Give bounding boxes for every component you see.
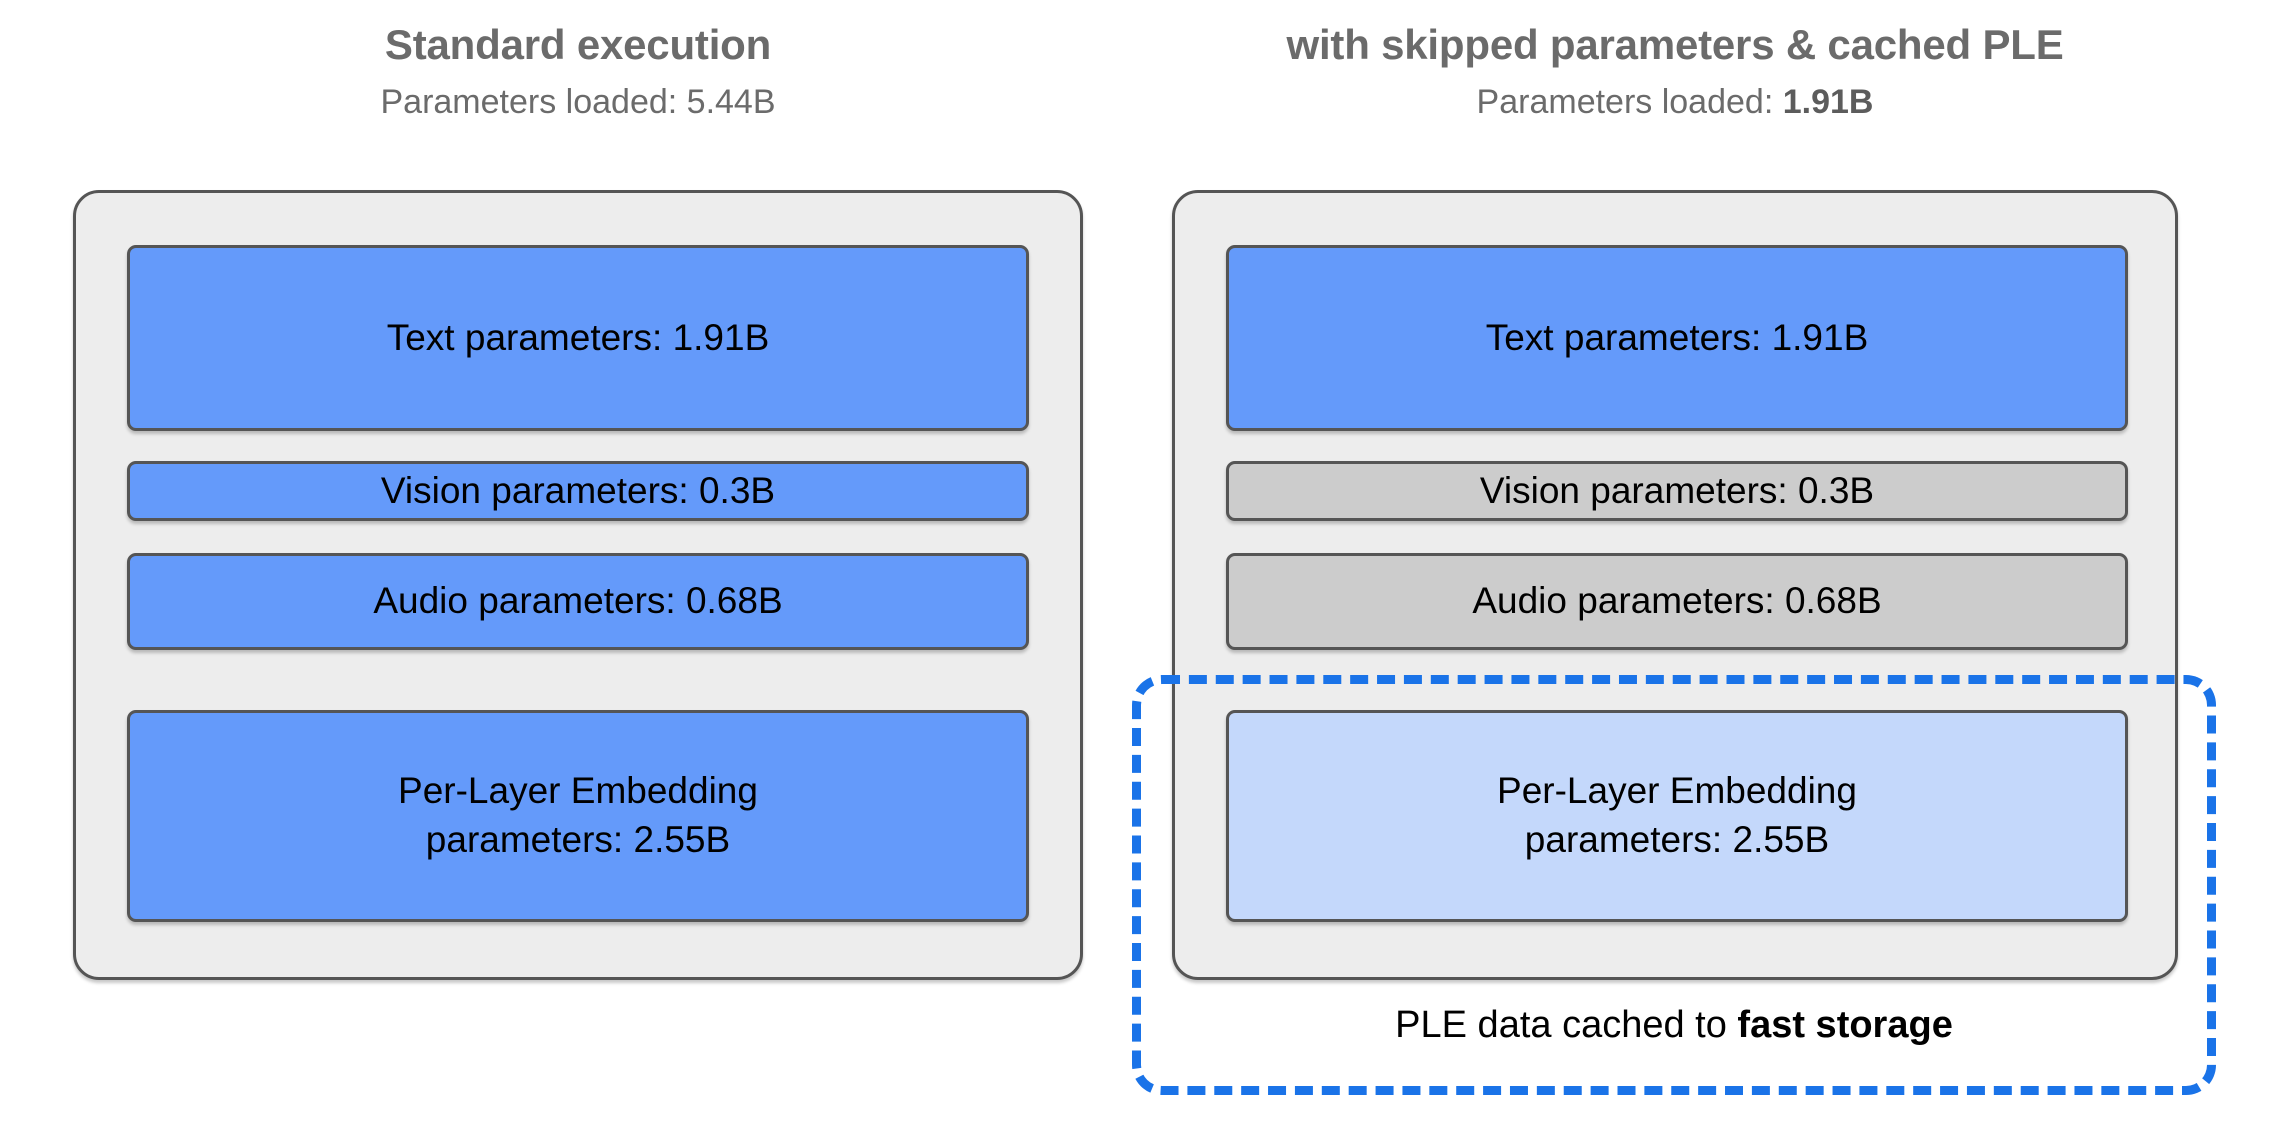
param-block-vision-standard[interactable]: Vision parameters: 0.3B: [127, 461, 1029, 521]
params-loaded-value-optimized: 1.91B: [1782, 83, 1874, 122]
column-subtitle-standard: Parameters loaded: 5.44B: [73, 83, 1083, 122]
param-block-text-standard[interactable]: Text parameters: 1.91B: [127, 245, 1029, 431]
param-block-label: Vision parameters: 0.3B: [380, 469, 776, 511]
param-block-ple-standard[interactable]: Per-Layer Embedding parameters: 2.55B: [127, 710, 1029, 922]
column-title-optimized: with skipped parameters & cached PLE: [1286, 21, 2064, 68]
param-block-label: Text parameters: 1.91B: [1485, 316, 1869, 358]
params-loaded-label-standard: Parameters loaded:: [380, 83, 687, 122]
param-block-label: Audio parameters: 0.68B: [1472, 580, 1882, 622]
param-block-label-line1: Per-Layer Embedding: [1497, 770, 1857, 812]
param-block-vision-optimized[interactable]: Vision parameters: 0.3B: [1226, 461, 2128, 521]
params-loaded-label-optimized: Parameters loaded:: [1476, 83, 1783, 122]
param-block-label: Audio parameters: 0.68B: [373, 580, 783, 622]
params-loaded-value-standard: 5.44B: [686, 83, 776, 122]
column-header-optimized: with skipped parameters & cached PLE Par…: [1172, 21, 2178, 122]
cache-caption-emphasis: fast storage: [1737, 1004, 1953, 1046]
param-block-label-line2: parameters: 2.55B: [1524, 819, 1830, 860]
param-block-audio-optimized[interactable]: Audio parameters: 0.68B: [1226, 553, 2128, 650]
param-block-ple-optimized[interactable]: Per-Layer Embedding parameters: 2.55B: [1226, 710, 2128, 922]
param-block-label-line1: Per-Layer Embedding: [398, 770, 758, 812]
column-subtitle-optimized: Parameters loaded: 1.91B: [1172, 83, 2178, 122]
column-title-standard: Standard execution: [384, 21, 772, 68]
param-block-text-optimized[interactable]: Text parameters: 1.91B: [1226, 245, 2128, 431]
cache-caption-prefix: PLE data cached to: [1395, 1004, 1738, 1046]
param-block-label: Per-Layer Embedding parameters: 2.55B: [398, 767, 758, 865]
param-block-label: Per-Layer Embedding parameters: 2.55B: [1497, 767, 1857, 865]
column-header-standard: Standard execution Parameters loaded: 5.…: [73, 21, 1083, 122]
cache-caption: PLE data cached to fast storage: [1132, 1004, 2216, 1047]
cached-ple-region-outline: [1132, 675, 2216, 1095]
param-block-label: Vision parameters: 0.3B: [1479, 469, 1875, 511]
param-block-label-line2: parameters: 2.55B: [425, 819, 731, 860]
param-block-audio-standard[interactable]: Audio parameters: 0.68B: [127, 553, 1029, 650]
param-block-label: Text parameters: 1.91B: [386, 316, 770, 358]
